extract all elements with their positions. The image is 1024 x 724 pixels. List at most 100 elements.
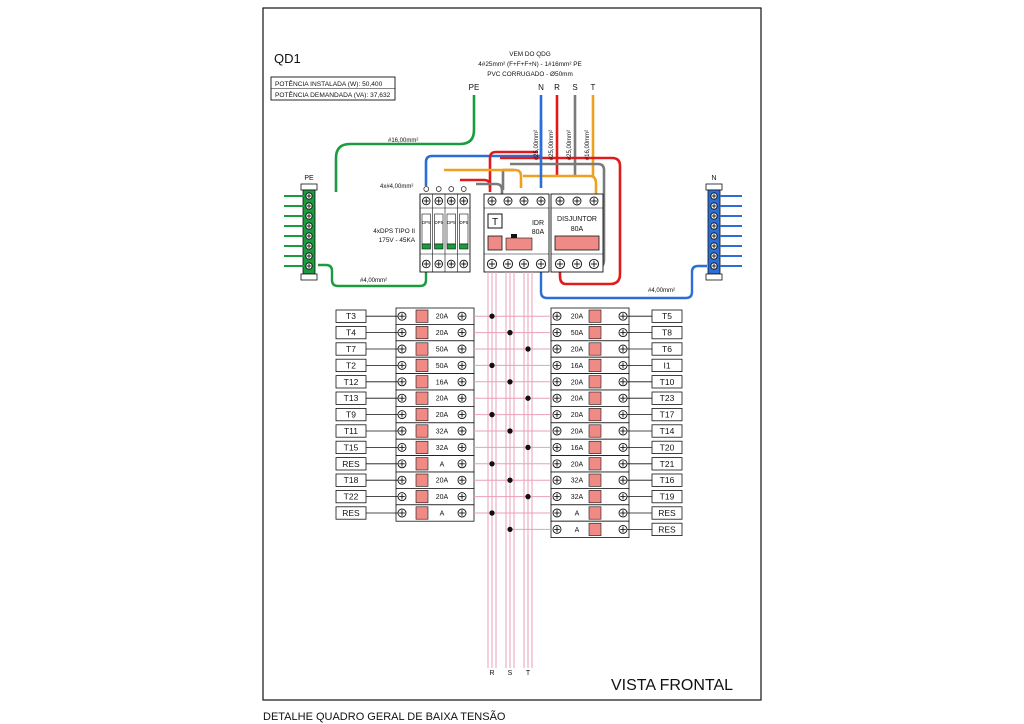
comb-tap-dot (507, 526, 513, 533)
breaker-terminal-icon (457, 360, 467, 370)
breaker-rating: 16A (571, 363, 584, 370)
breaker-terminal-icon (397, 442, 407, 452)
breaker-terminal-icon (552, 328, 562, 338)
breaker-rating: 16A (571, 445, 584, 452)
pe-bus-screw-icon (305, 222, 313, 230)
breaker-lever[interactable] (415, 490, 429, 504)
comb-tap-dot (525, 346, 531, 352)
breaker-lever[interactable] (415, 506, 429, 520)
dps-feed-label: 4x#4,00mm² (380, 184, 413, 190)
breaker-terminal-icon (457, 344, 467, 354)
sheet-caption: DETALHE QUADRO GERAL DE BAIXA TENSÃO (263, 710, 506, 723)
main-breaker-lever[interactable] (554, 235, 600, 251)
idr-top-terminal-icon (503, 196, 513, 206)
main-breaker-label: DISJUNTOR (557, 216, 597, 223)
cable-label-s: #25,00mm² (567, 130, 573, 160)
dps-cartridge (421, 213, 431, 245)
main-top-terminal-icon (555, 196, 565, 206)
breaker-terminal-icon (618, 426, 628, 436)
breaker-lever[interactable] (588, 424, 602, 438)
breaker-terminal-icon (618, 492, 628, 502)
breaker-lever[interactable] (588, 457, 602, 471)
breaker-terminal-icon (552, 360, 562, 370)
breaker-lever[interactable] (415, 457, 429, 471)
dps-status-window (446, 243, 456, 250)
breaker-lever[interactable] (415, 391, 429, 405)
n-bus-screw-icon (710, 232, 718, 240)
breaker-lever[interactable] (588, 490, 602, 504)
breaker-lever[interactable] (588, 473, 602, 487)
r-label: R (554, 83, 560, 92)
breaker-lever[interactable] (588, 375, 602, 389)
view-title: VISTA FRONTAL (611, 677, 733, 694)
breaker-lever[interactable] (588, 342, 602, 356)
dps-top-terminal-icon (434, 196, 444, 206)
breaker-terminal-icon (397, 393, 407, 403)
idr-lever[interactable] (487, 235, 503, 251)
breaker-lever[interactable] (415, 375, 429, 389)
breaker-terminal-icon (552, 524, 562, 534)
breaker-lever[interactable] (588, 309, 602, 323)
n-bus-screw-icon (710, 222, 718, 230)
breaker-lever[interactable] (588, 506, 602, 520)
breaker-rating: A (440, 511, 445, 518)
breaker-terminal-icon (457, 410, 467, 420)
breaker-rating: A (575, 511, 580, 518)
breaker-lever[interactable] (588, 358, 602, 372)
demanded-power: POTÊNCIA DEMANDADA (VA): 37,632 (275, 90, 391, 99)
breaker-lever[interactable] (588, 408, 602, 422)
breaker-lever[interactable] (588, 440, 602, 454)
circuit-tag: RES (658, 508, 676, 518)
breaker-lever[interactable] (415, 342, 429, 356)
comb-label-s: S (508, 670, 513, 677)
idr-test-button[interactable] (487, 213, 503, 229)
breaker-lever[interactable] (415, 326, 429, 340)
breaker-lever[interactable] (588, 391, 602, 405)
dps-tag: DP5 (434, 220, 443, 225)
breaker-rating: A (575, 527, 580, 534)
breaker-terminal-icon (397, 344, 407, 354)
breaker-rating: 20A (436, 396, 449, 403)
breaker-lever[interactable] (415, 424, 429, 438)
breaker-lever[interactable] (588, 522, 602, 536)
breaker-rating: 20A (571, 379, 584, 386)
main-breaker: DISJUNTOR 80A (550, 193, 604, 273)
breaker-lever[interactable] (415, 473, 429, 487)
breaker-lever[interactable] (588, 326, 602, 340)
breaker-terminal-icon (397, 508, 407, 518)
breaker-terminal-icon (457, 475, 467, 485)
breaker-lever[interactable] (415, 408, 429, 422)
pe-busbar: PE (300, 175, 318, 281)
dps-input-node (448, 186, 455, 192)
breaker-lever[interactable] (415, 309, 429, 323)
circuit-tag: T7 (346, 344, 356, 354)
circuit-tag: T11 (344, 426, 358, 436)
breaker-lever[interactable] (415, 358, 429, 372)
right-breaker[interactable]: A RES (489, 504, 683, 522)
breaker-lever[interactable] (415, 440, 429, 454)
